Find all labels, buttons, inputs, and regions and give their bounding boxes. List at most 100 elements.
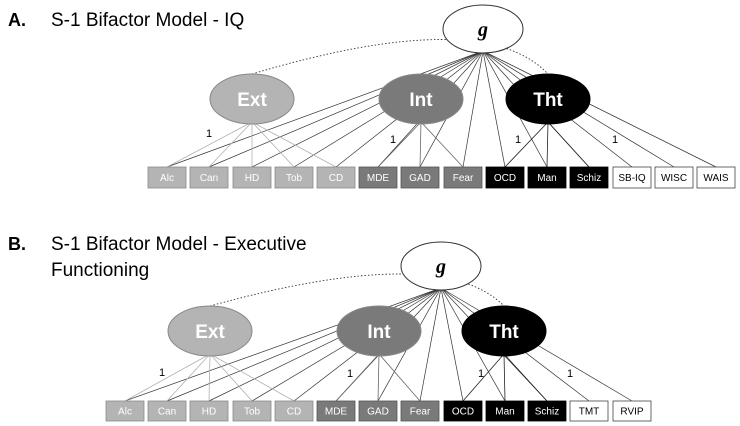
indicator-label: MDE — [325, 407, 348, 418]
indicator-box: WISC — [654, 166, 694, 189]
indicator-label: Man — [495, 407, 514, 418]
specific-loading-path — [377, 353, 380, 402]
indicator-label: Schiz — [577, 173, 601, 184]
indicator-rect — [612, 400, 652, 422]
general-loading-path — [166, 50, 484, 168]
specific-loading-path — [503, 353, 506, 402]
indicator-rect — [189, 400, 229, 422]
factor-label-int: Int — [409, 90, 433, 111]
indicator-rect — [232, 166, 272, 189]
factor-label-tht: Tht — [489, 322, 519, 343]
fixed-loading-label: 1 — [390, 134, 396, 146]
indicator-label: Alc — [160, 173, 174, 184]
specific-loading-path — [251, 121, 337, 168]
indicator-rect — [569, 166, 609, 189]
indicator-rect — [316, 400, 356, 422]
indicator-label: HD — [202, 407, 216, 418]
indicator-box: Tob — [232, 400, 272, 422]
indicator-rect — [400, 166, 440, 189]
indicator-rect — [485, 166, 525, 189]
indicator-box: OCD — [485, 166, 525, 189]
general-loading-path — [251, 50, 484, 168]
specific-loading-path — [419, 121, 422, 168]
specific-loading-path — [335, 353, 380, 402]
indicator-rect — [358, 400, 398, 422]
panel-b-title-line-2: Functioning — [51, 260, 149, 281]
indicator-label: Tob — [244, 407, 261, 418]
indicator-box: HD — [232, 166, 272, 189]
indicator-box: CD — [316, 166, 356, 189]
indicator-label: OCD — [452, 407, 474, 418]
specific-loading-path — [420, 121, 464, 168]
indicator-rect — [232, 400, 272, 422]
indicator-label: GAD — [409, 173, 431, 184]
specific-loading-path — [504, 121, 549, 168]
fixed-loading-label: 1 — [567, 368, 573, 380]
specific-loading-path — [546, 121, 549, 168]
indicator-box: MDE — [316, 400, 356, 422]
indicator-rect — [274, 400, 314, 422]
indicator-label: Can — [158, 407, 176, 418]
factor-node-int — [378, 73, 464, 125]
covariance-arc — [251, 39, 549, 75]
indicator-box: Can — [189, 166, 229, 189]
specific-loading-path — [251, 121, 295, 168]
indicator-rect — [400, 400, 440, 422]
indicator-rect — [443, 400, 483, 422]
indicator-rect — [569, 400, 609, 422]
specific-loading-path — [209, 353, 253, 402]
indicator-label: CD — [287, 407, 301, 418]
factor-node-ext — [167, 305, 253, 357]
factor-node-int — [336, 305, 422, 357]
factor-node-tht — [505, 73, 591, 125]
indicator-box: RVIP — [612, 400, 652, 422]
indicator-label: Alc — [118, 407, 132, 418]
indicator-label: Fear — [453, 173, 474, 184]
panel-a-letter: A. — [8, 10, 26, 30]
indicator-box: HD — [189, 400, 229, 422]
panel-b-title-line-1: S-1 Bifactor Model - Executive — [51, 234, 307, 255]
indicator-rect — [274, 166, 314, 189]
indicator-label: GAD — [367, 407, 389, 418]
indicator-rect — [527, 400, 567, 422]
indicator-box: Schiz — [527, 400, 567, 422]
indicator-label: MDE — [367, 173, 390, 184]
general-loading-path — [462, 50, 484, 168]
specific-loading-path — [166, 353, 211, 402]
indicator-rect — [443, 166, 483, 189]
specific-loading-path — [208, 353, 211, 402]
fixed-loading-label: 1 — [612, 134, 618, 146]
indicator-box: Alc — [147, 166, 187, 189]
general-factor-node — [400, 241, 482, 291]
indicator-box: Can — [147, 400, 187, 422]
indicator-box: Fear — [443, 166, 483, 189]
panel-a: A. S-1 Bifactor Model - IQ — [8, 10, 244, 31]
covariance-arc — [209, 273, 505, 307]
indicator-rect — [485, 400, 525, 422]
indicator-label: CD — [329, 173, 343, 184]
indicator-label: Tob — [286, 173, 303, 184]
general-loading-path — [419, 287, 442, 402]
specific-loading-path — [124, 353, 211, 402]
specific-loading-path — [378, 353, 421, 402]
indicator-label: Fear — [410, 407, 431, 418]
indicator-box: Man — [527, 166, 567, 189]
indicator-rect — [316, 166, 356, 189]
fixed-loading-label: 1 — [206, 128, 212, 140]
indicator-label: WAIS — [703, 173, 729, 184]
specific-loading-path — [377, 121, 422, 168]
indicator-rect — [147, 400, 187, 422]
general-factor-label: g — [435, 256, 446, 278]
indicator-box: Alc — [105, 400, 145, 422]
indicator-box: MDE — [358, 166, 398, 189]
indicator-rect — [527, 166, 567, 189]
specific-loading-path — [209, 353, 295, 402]
factor-label-ext: Ext — [237, 90, 267, 111]
indicator-label: RVIP — [620, 407, 643, 418]
indicator-label: HD — [245, 173, 259, 184]
indicator-box: GAD — [400, 166, 440, 189]
general-factor-node — [442, 4, 524, 54]
